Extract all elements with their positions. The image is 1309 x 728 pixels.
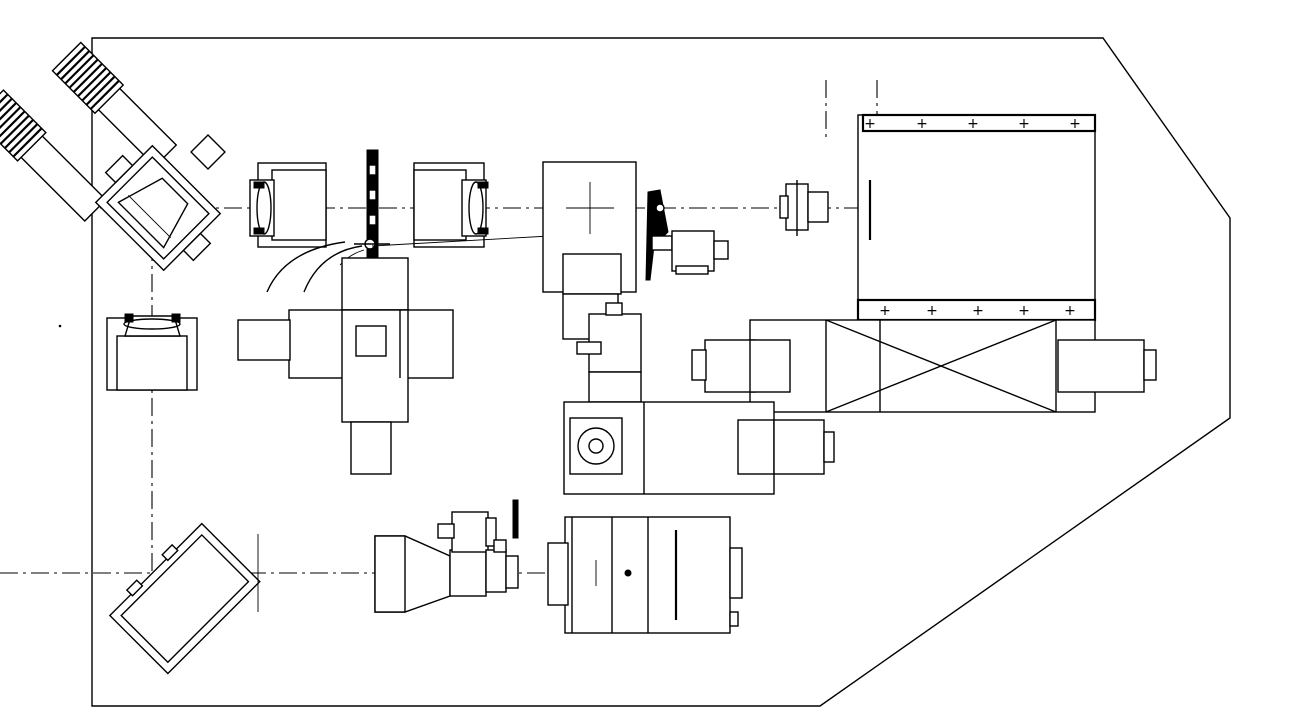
left-lens-mount bbox=[106, 313, 198, 391]
adjust-knob-top bbox=[190, 134, 226, 170]
svg-text:+: + bbox=[864, 116, 876, 132]
horizontal-cross-assembly bbox=[691, 319, 1157, 413]
svg-text:+: + bbox=[1018, 303, 1030, 319]
svg-text:+: + bbox=[916, 116, 928, 132]
small-turning-mount bbox=[645, 189, 729, 281]
left-heatsink-arm bbox=[0, 89, 107, 222]
small-lens-pre-chamber bbox=[779, 180, 829, 236]
svg-text:+: + bbox=[1069, 116, 1081, 132]
cross-detector-block bbox=[237, 257, 454, 475]
upper-heatsink-arm bbox=[51, 41, 178, 168]
lower-center-box bbox=[563, 401, 835, 495]
central-box-stack bbox=[542, 161, 642, 403]
entrance-lens-tube bbox=[249, 162, 327, 248]
stray-mark bbox=[58, 324, 62, 328]
svg-text:+: + bbox=[879, 303, 891, 319]
svg-text:+: + bbox=[1018, 116, 1030, 132]
heatsink-fins-upper bbox=[55, 45, 120, 110]
upper-left-diagonal-assembly bbox=[0, 41, 226, 272]
exit-lens-tube bbox=[371, 162, 551, 248]
grating-housing bbox=[94, 144, 222, 272]
detector-cylinder bbox=[547, 516, 743, 634]
svg-text:+: + bbox=[972, 303, 984, 319]
sample-chamber: + + + + + + + + + + bbox=[856, 113, 1097, 322]
lower-left-diagonal-mirror bbox=[108, 522, 261, 675]
collector-lens bbox=[374, 499, 519, 613]
svg-text:+: + bbox=[1064, 303, 1076, 319]
svg-text:+: + bbox=[926, 303, 938, 319]
chamber-fasteners: + + + + + + + + + + bbox=[864, 116, 1081, 319]
svg-text:+: + bbox=[967, 116, 979, 132]
heatsink-fins-left bbox=[0, 93, 43, 158]
baseplate-outline bbox=[91, 37, 1231, 707]
